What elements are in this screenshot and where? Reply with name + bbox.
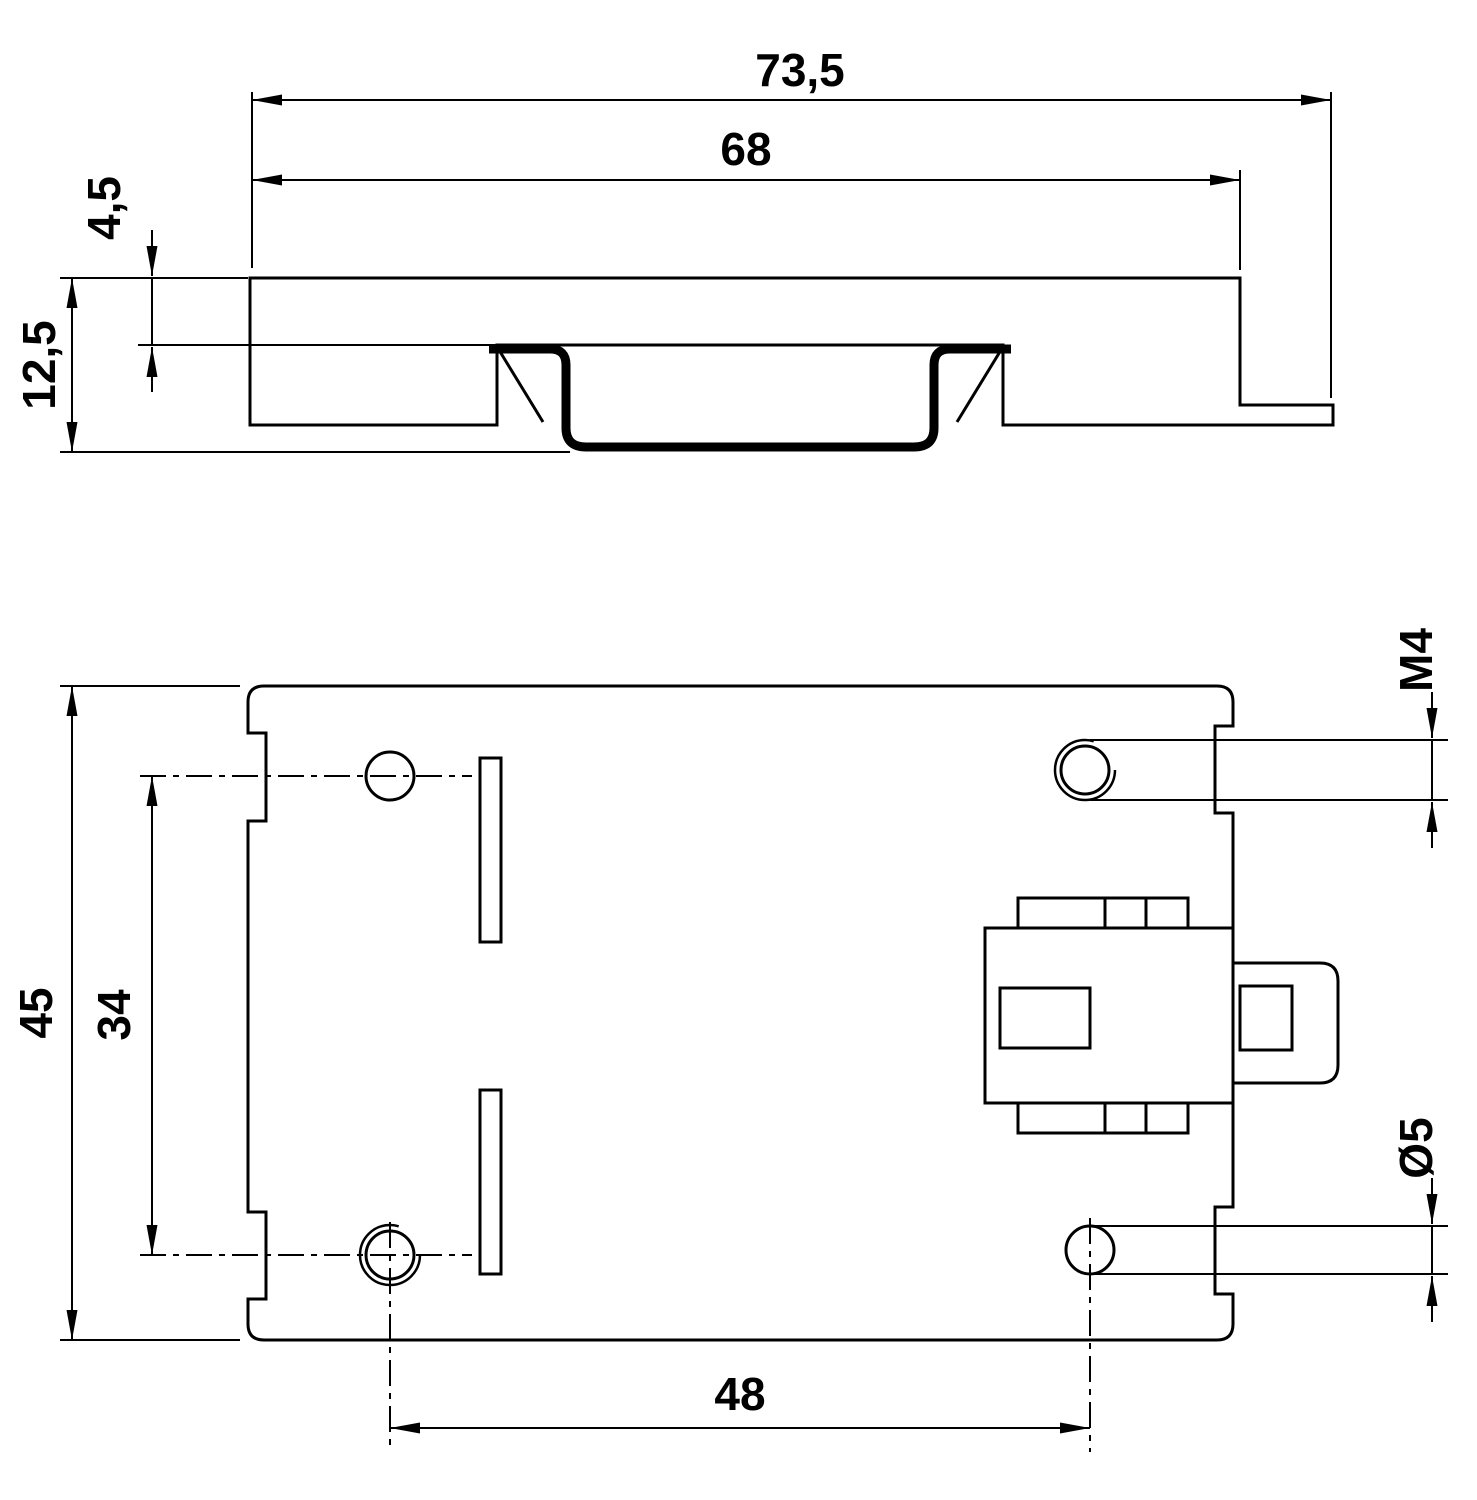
plan-view: 45 34 48 M4 Ø5 <box>10 628 1448 1452</box>
dim-label-overall-width: 73,5 <box>755 44 845 96</box>
left-chamfer-line <box>497 349 545 423</box>
dim-label-overall-thickness: 12,5 <box>13 320 65 410</box>
dim-label-inner-width: 68 <box>720 123 771 175</box>
dim-label-overall-depth: 45 <box>10 987 62 1038</box>
din-rail-clip <box>489 344 1011 452</box>
dim-label-step-depth: 4,5 <box>78 176 130 240</box>
dim-thread: M4 <box>1090 628 1448 848</box>
dim-label-hole-row-spacing: 34 <box>88 989 140 1041</box>
connector-feature <box>983 896 1340 1135</box>
connector-latch-window <box>1238 984 1294 1052</box>
dim-inner-width: 68 <box>252 123 1241 270</box>
dim-hole-diameter: Ø5 <box>1092 1117 1448 1322</box>
connector-bottom-terminals <box>1016 1101 1190 1135</box>
thread-arc-top-right <box>1053 738 1117 802</box>
dim-label-hole-diameter: Ø5 <box>1390 1117 1442 1178</box>
connector-top-terminals <box>1016 896 1190 930</box>
dim-overall-thickness: 12,5 <box>13 277 570 453</box>
side-view: 73,5 68 4,5 12,5 <box>13 44 1335 453</box>
dim-overall-depth: 45 <box>10 685 240 1341</box>
dim-step-depth: 4,5 <box>78 176 497 392</box>
dim-overall-width: 73,5 <box>251 44 1332 398</box>
connector-window <box>998 986 1092 1050</box>
dim-hole-column-spacing: 48 <box>390 1368 1090 1434</box>
slot-lower <box>478 1088 503 1276</box>
dim-hole-row-spacing: 34 <box>88 776 158 1255</box>
dim-label-hole-column-spacing: 48 <box>714 1368 765 1420</box>
hole-top-right <box>1059 744 1111 796</box>
side-view-outline <box>248 276 1335 427</box>
slot-upper <box>478 756 503 944</box>
dim-label-thread: M4 <box>1390 628 1442 692</box>
right-chamfer-line <box>955 349 1003 423</box>
centerlines <box>140 775 1091 1452</box>
